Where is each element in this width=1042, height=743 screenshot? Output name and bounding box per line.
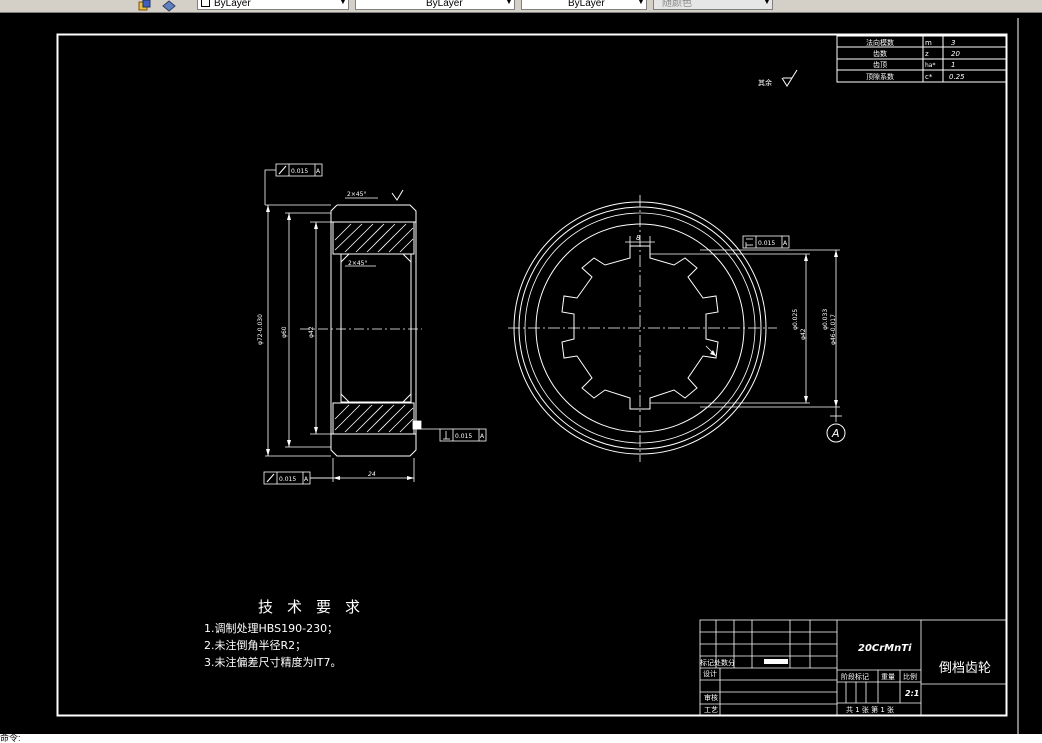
dimension-arrows	[266, 205, 414, 480]
drawing-canvas[interactable]: 法向模数 m 3 齿数 z 20 齿顶 ha* 1 顶隙系数 c* 0.25 其…	[0, 12, 1042, 734]
dim-side-width: 24	[368, 471, 376, 478]
chevron-down-icon[interactable]: ▼	[637, 0, 645, 6]
outer-border	[56, 33, 1008, 717]
side-dimension-lines	[265, 197, 415, 482]
part-name: 倒档齿轮	[939, 661, 991, 676]
ratio-label: 比例	[903, 672, 917, 681]
linetype-combo-value: ByLayer	[426, 0, 463, 9]
tech-note-3: 3.未注偏差尺寸精度为IT7。	[204, 656, 342, 669]
title-filled-bar	[764, 659, 788, 664]
param-value-2: 1	[951, 61, 955, 69]
perpendicularity-datum: A	[480, 433, 485, 440]
layer-state-icon[interactable]	[138, 0, 151, 11]
tech-note-1: 1.调制处理HBS190-230；	[204, 622, 339, 635]
front-runout-frame	[742, 235, 790, 249]
dim-side-inner: φ42	[308, 326, 315, 338]
runout-frame-top	[264, 163, 323, 205]
scale-value: 2:1	[905, 689, 919, 698]
runout-top-datum: A	[316, 168, 321, 175]
perpendicularity-value: 0.015	[455, 433, 472, 440]
layer-previous-icon[interactable]	[162, 0, 176, 12]
datum-a-letter: A	[831, 427, 840, 440]
chevron-down-icon[interactable]: ▼	[339, 0, 347, 6]
command-prompt: 命令:	[0, 733, 21, 743]
surface-roughness-icon	[781, 69, 798, 87]
datum-a-symbol	[826, 423, 846, 443]
color-swatch	[201, 0, 210, 7]
chevron-down-icon[interactable]: ▼	[763, 0, 771, 6]
sheet-count: 共 1 张 第 1 张	[846, 705, 894, 714]
runout-bottom-datum: A	[304, 476, 309, 483]
runout-icon	[266, 473, 275, 483]
roughness-rest-label: 其余	[758, 78, 772, 87]
design-label: 设计	[703, 669, 717, 678]
inner-border	[57, 34, 1007, 716]
stage-mark-label: 阶段标记	[841, 672, 869, 681]
linetype-combo[interactable]: ByLayer ▼	[355, 0, 515, 10]
perpendicularity-frame	[412, 420, 487, 442]
dim-front-1: φ0.025	[792, 309, 799, 330]
dim-front-3: φ0.033	[822, 309, 829, 330]
material-label: 20CrMnTi	[858, 643, 912, 654]
dim-side-outer: φ72-0.030	[257, 314, 264, 345]
param-name-0: 法向模数	[866, 38, 894, 47]
runout-icon	[278, 165, 287, 175]
weight-label: 重量	[881, 673, 895, 681]
chamfer-inner: 2×45°	[348, 260, 367, 267]
color-combo[interactable]: ByLayer ▼	[197, 0, 349, 10]
review-label: 审核	[704, 693, 718, 702]
dim-front-2: φ42	[800, 328, 807, 340]
command-line[interactable]: 命令:	[0, 734, 1042, 743]
runout-bottom-value: 0.015	[279, 476, 296, 483]
front-runout-value: 0.015	[758, 240, 775, 247]
param-name-1: 齿数	[873, 49, 887, 58]
param-symbol-1: z	[925, 50, 929, 58]
param-symbol-0: m	[925, 39, 932, 47]
spline-width: 8	[636, 234, 641, 242]
title-block	[699, 619, 1007, 716]
plotstyle-combo[interactable]: 随颜色 ▼	[653, 0, 773, 10]
dim-front-4: φ46-0.017	[830, 314, 837, 345]
color-combo-value: ByLayer	[214, 0, 251, 9]
runout-top-value: 0.015	[291, 168, 308, 175]
chevron-down-icon[interactable]: ▼	[505, 0, 513, 6]
front-dimension-lines	[625, 236, 842, 422]
process-label: 工艺	[704, 706, 718, 714]
roughness-symbol-icon	[391, 189, 404, 201]
plotstyle-combo-value: 随颜色	[662, 0, 692, 9]
front-dimension-arrows	[710, 250, 838, 407]
param-name-3: 顶隙系数	[866, 72, 894, 81]
front-runout-datum: A	[783, 240, 788, 247]
side-section-view	[330, 204, 417, 457]
tech-requirements-title: 技术要求	[258, 598, 375, 616]
param-symbol-2: ha*	[925, 62, 935, 69]
param-symbol-3: c*	[925, 73, 933, 81]
tech-note-2: 2.未注倒角半径R2；	[204, 639, 307, 652]
runout-frame-bottom	[263, 471, 333, 485]
row-marks: 标记处数分	[700, 658, 735, 667]
dim-side-mid: φ60	[281, 326, 288, 338]
param-name-2: 齿顶	[873, 61, 887, 69]
section-hatch	[334, 223, 414, 433]
properties-toolbar: ByLayer ▼ ByLayer ▼ ByLayer ▼ 随颜色 ▼	[0, 0, 1042, 13]
lineweight-combo[interactable]: ByLayer ▼	[521, 0, 647, 10]
chamfer-outer: 2×45°	[347, 191, 366, 198]
param-value-0: 3	[951, 39, 955, 47]
param-value-1: 20	[951, 50, 960, 58]
param-value-3: 0.25	[949, 73, 965, 81]
lineweight-combo-value: ByLayer	[568, 0, 605, 9]
gear-parameter-table	[836, 35, 1007, 83]
